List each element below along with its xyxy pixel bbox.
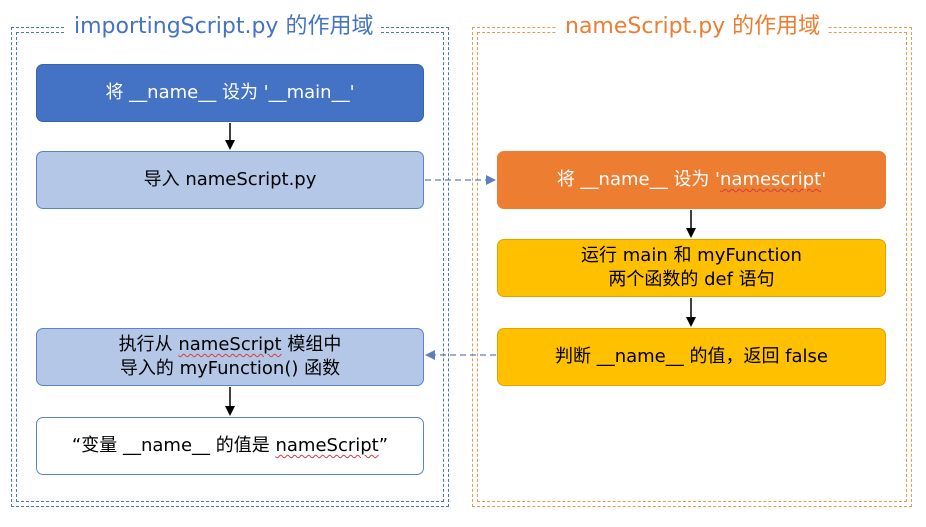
import-name-script-box: 导入 nameScript.py: [36, 151, 424, 209]
run-def-line-1: 运行 main 和 myFunction: [581, 245, 802, 266]
importing-script-scope-title: importingScript.py 的作用域: [66, 14, 382, 40]
set-name-main-box: 将 __name__ 设为 '__main__': [36, 64, 424, 122]
set-name-namescript-box: 将 __name__ 设为 'namescript': [497, 151, 886, 209]
result-output-text: “变量 __name__ 的值是 nameScript”: [71, 435, 389, 456]
execute-line-1: 执行从 nameScript 模组中: [118, 334, 342, 355]
set-name-main-text: 将 __name__ 设为 '__main__': [105, 82, 355, 103]
run-def-statements-box: 运行 main 和 myFunction 两个函数的 def 语句: [497, 239, 886, 297]
execute-my-function-box: 执行从 nameScript 模组中 导入的 myFunction() 函数: [36, 328, 424, 386]
name-script-scope-title: nameScript.py 的作用域: [557, 14, 829, 40]
judge-name-box: 判断 __name__ 的值，返回 false: [497, 328, 886, 386]
run-def-line-2: 两个函数的 def 语句: [608, 269, 775, 290]
execute-line-2: 导入的 myFunction() 函数: [119, 358, 341, 379]
set-name-namescript-text: 将 __name__ 设为 'namescript': [556, 169, 827, 190]
import-name-script-text: 导入 nameScript.py: [143, 169, 317, 190]
judge-name-text: 判断 __name__ 的值，返回 false: [554, 346, 829, 367]
result-output-box: “变量 __name__ 的值是 nameScript”: [36, 417, 424, 475]
